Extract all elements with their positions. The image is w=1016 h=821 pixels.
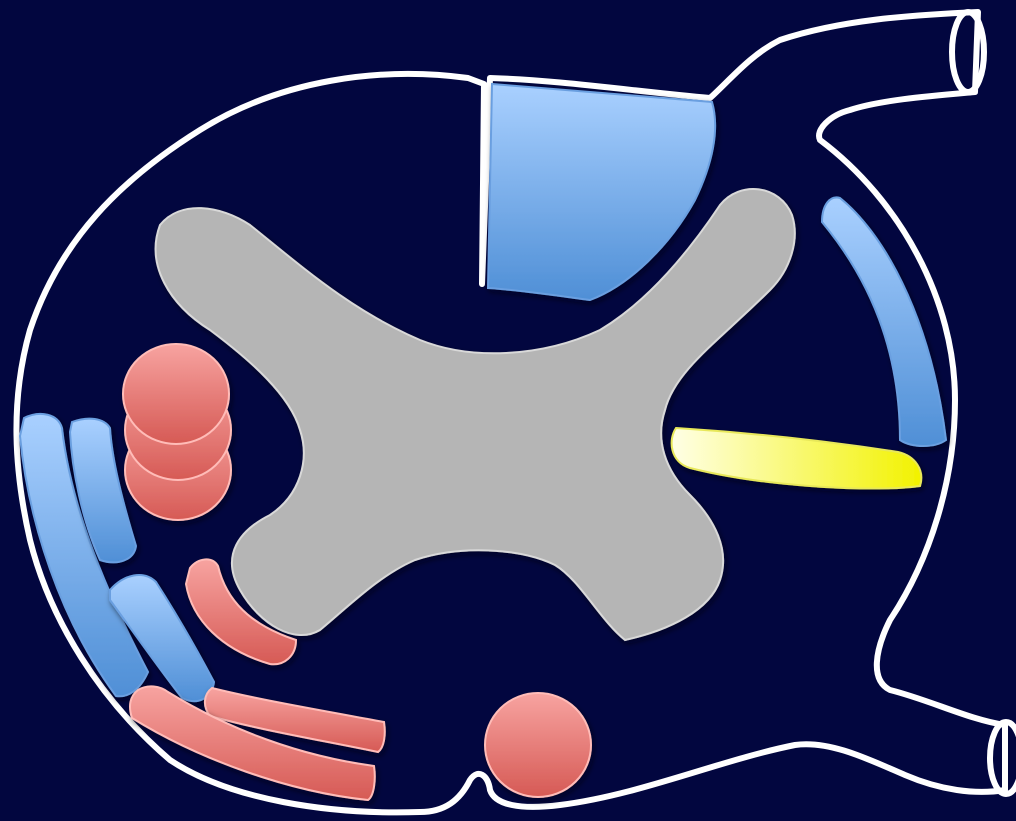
grey-matter (156, 189, 795, 640)
motor-circles-stack (123, 344, 231, 520)
ventral-circle (485, 693, 591, 797)
motor-circle-top (123, 344, 229, 444)
lateral-horn-tract (672, 428, 922, 489)
lateral-posterior-tract (822, 197, 946, 446)
